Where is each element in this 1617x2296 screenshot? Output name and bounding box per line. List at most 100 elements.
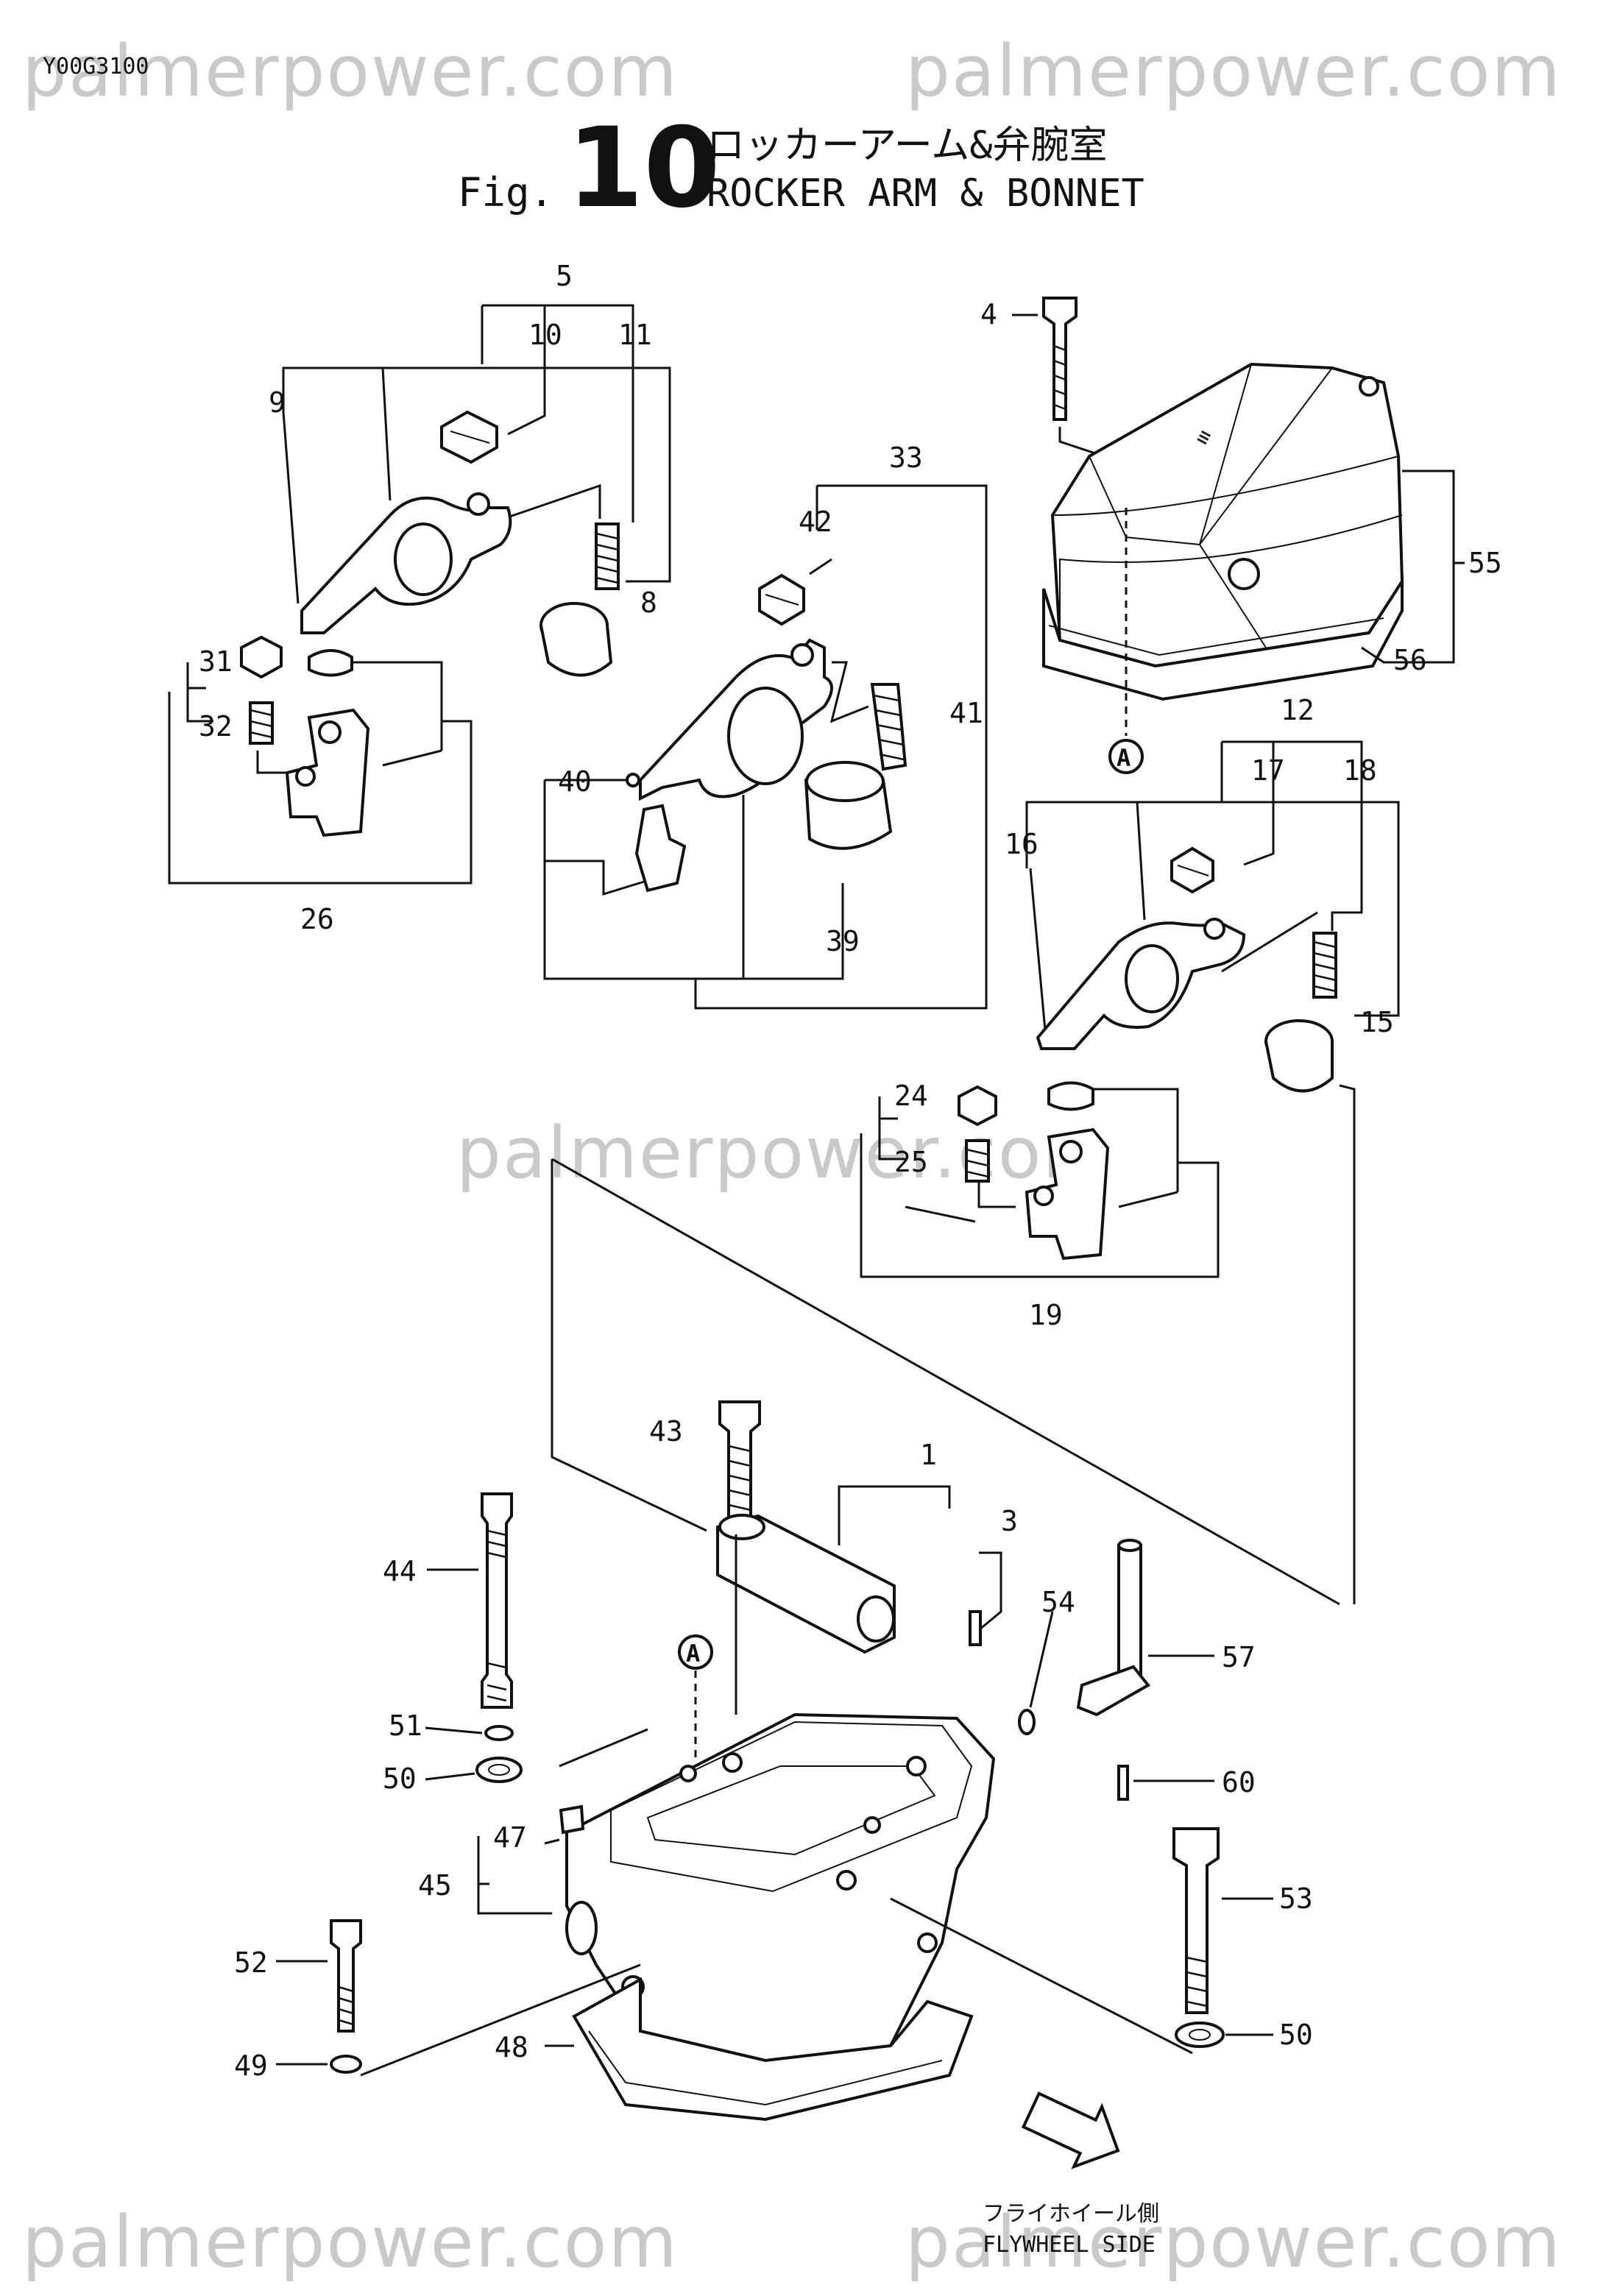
- fig-prefix: Fig.: [458, 169, 553, 216]
- watermark-bottom-left: palmerpower.com: [22, 2201, 679, 2283]
- callout-8: 8: [640, 587, 657, 619]
- svg-text:A: A: [1117, 744, 1131, 772]
- bolt-assembly-53: [1172, 1827, 1273, 2048]
- support-assembly-19: [860, 1081, 1220, 1278]
- rocker-arm-assembly-33: [543, 484, 988, 1010]
- callout-54: 54: [1041, 1586, 1075, 1618]
- callout-57: 57: [1222, 1641, 1256, 1673]
- lever-57: [1076, 1665, 1151, 1717]
- callout-19: 19: [1029, 1299, 1063, 1331]
- callout-16: 16: [1005, 828, 1039, 860]
- stud-44: [481, 1492, 513, 1709]
- washer-50: [475, 1757, 523, 1783]
- callout-26: 26: [300, 903, 334, 935]
- bolt-4: [1042, 297, 1078, 421]
- callout-45: 45: [418, 1869, 452, 1902]
- decompression-lever-assembly: [1018, 1539, 1214, 1801]
- callout-24: 24: [894, 1080, 928, 1112]
- stud-assembly-44: [425, 1492, 523, 1783]
- gasket-48: [572, 1977, 974, 2122]
- rocker-shaft-assembly-1: [716, 1400, 1002, 1715]
- shaft-1: [716, 1514, 896, 1654]
- callout-49: 49: [234, 2049, 268, 2082]
- doc-code: Y00G3100: [43, 54, 149, 79]
- callout-11: 11: [618, 319, 652, 351]
- bolt-43: [718, 1400, 761, 1532]
- flywheel-side-label-en: FLYWHEEL SIDE: [983, 2232, 1156, 2258]
- support-assembly-26: [168, 635, 473, 885]
- bonnet-assembly-55: ≡: [1012, 297, 1465, 736]
- reference-marker-a-bottom: A: [678, 1634, 713, 1759]
- o-ring-54: [1018, 1709, 1036, 1735]
- callout-10: 10: [528, 319, 562, 351]
- title-japanese: ロッカーアーム&弁腕室: [707, 124, 1108, 168]
- callout-18: 18: [1343, 754, 1377, 787]
- bonnet-body-assembly-45: [477, 1712, 1193, 2122]
- callout-33: 33: [889, 442, 923, 474]
- callout-41: 41: [949, 697, 983, 729]
- callout-53: 53: [1279, 1882, 1313, 1915]
- svg-text:A: A: [686, 1640, 700, 1668]
- watermark-center: palmerpower.com: [456, 1112, 1113, 1194]
- nut-24: [958, 1085, 997, 1127]
- title-english: ROCKER ARM & BONNET: [707, 171, 1144, 216]
- flywheel-side-label-jp: フライホイール側: [983, 2201, 1159, 2227]
- o-ring-51: [484, 1725, 514, 1741]
- callout-3: 3: [1001, 1505, 1018, 1537]
- callout-55: 55: [1468, 547, 1502, 579]
- callout-56: 56: [1393, 644, 1427, 676]
- guide-line-left: [551, 1159, 707, 1532]
- guide-line-diagonal: [551, 1158, 1340, 1606]
- callout-50-left: 50: [383, 1762, 417, 1795]
- callout-44: 44: [383, 1555, 417, 1587]
- callout-42: 42: [799, 506, 832, 538]
- washer-50-right: [1175, 2022, 1225, 2048]
- callout-51: 51: [389, 1709, 422, 1742]
- callout-48: 48: [495, 2031, 528, 2063]
- pin-3: [969, 1610, 982, 1646]
- callout-39: 39: [826, 925, 860, 957]
- side-plug-47: [565, 1901, 598, 1955]
- lever-shaft-57: [1117, 1544, 1142, 1680]
- bolt-52: [330, 1919, 362, 2033]
- gasket-56: [1042, 576, 1404, 701]
- callout-25: 25: [894, 1146, 928, 1178]
- rocker-arm-assembly-5: [282, 304, 671, 677]
- plug-47: [559, 1804, 585, 1835]
- callout-43: 43: [649, 1415, 683, 1448]
- guide-line-19: [905, 1205, 976, 1223]
- callout-32: 32: [199, 710, 233, 743]
- watermark-top-right: palmerpower.com: [905, 30, 1562, 113]
- fig-number: 10: [567, 104, 721, 233]
- pin-40: [626, 773, 640, 787]
- callout-17: 17: [1251, 754, 1285, 787]
- rocker-arm-assembly-12: [1025, 740, 1400, 1093]
- callout-40: 40: [558, 765, 592, 798]
- callout-1: 1: [920, 1439, 937, 1471]
- callout-47: 47: [493, 1821, 527, 1854]
- watermark-bottom-right: palmerpower.com: [905, 2201, 1562, 2283]
- callout-4: 4: [980, 298, 997, 330]
- bonnet-cover: [1050, 362, 1404, 668]
- callout-15: 15: [1360, 1006, 1394, 1038]
- watermark-top-left: palmerpower.com: [22, 30, 679, 113]
- callout-50-right: 50: [1279, 2019, 1313, 2051]
- callout-31: 31: [199, 645, 233, 678]
- guide-line-right: [1339, 1084, 1356, 1604]
- plug-19: [1047, 1081, 1094, 1111]
- callout-60: 60: [1222, 1766, 1256, 1799]
- bolt-assembly-52: [276, 1919, 641, 2077]
- flywheel-side-arrow: [1021, 2091, 1120, 2169]
- plug: [308, 649, 353, 677]
- valve-cap: [634, 804, 687, 893]
- reference-marker-a-top: A: [1108, 739, 1144, 774]
- callout-12: 12: [1281, 694, 1315, 726]
- washer-49: [330, 2055, 362, 2074]
- pin-60: [1117, 1765, 1129, 1801]
- bolt-53: [1172, 1827, 1220, 2014]
- callout-5: 5: [556, 260, 573, 292]
- callout-52: 52: [234, 1946, 268, 1979]
- callout-9: 9: [269, 386, 286, 419]
